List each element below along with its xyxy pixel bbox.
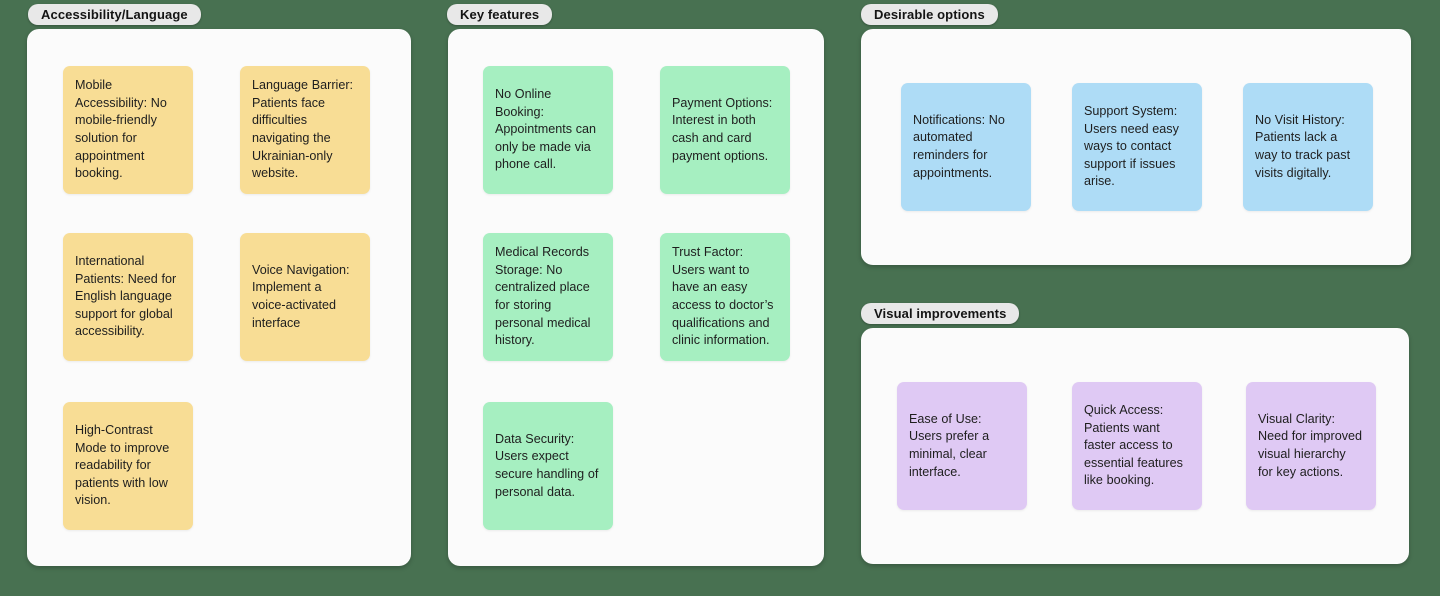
sticky-note-text: Trust Factor: Users want to have an easy… bbox=[672, 245, 774, 348]
sticky-note[interactable]: Language Barrier: Patients face difficul… bbox=[240, 66, 370, 194]
sticky-note[interactable]: Data Security: Users expect secure handl… bbox=[483, 402, 613, 530]
section-label-accessibility-language[interactable]: Accessibility/Language bbox=[28, 4, 201, 25]
sticky-note-text: Notifications: No automated reminders fo… bbox=[913, 112, 1005, 180]
sticky-note-text: Medical Records Storage: No centralized … bbox=[495, 245, 591, 348]
sticky-note[interactable]: Quick Access: Patients want faster acces… bbox=[1072, 382, 1202, 510]
sticky-note[interactable]: Trust Factor: Users want to have an easy… bbox=[660, 233, 790, 361]
sticky-note[interactable]: Payment Options: Interest in both cash a… bbox=[660, 66, 790, 194]
sticky-note-text: Mobile Accessibility: No mobile-friendly… bbox=[75, 78, 167, 181]
section-label-key-features[interactable]: Key features bbox=[447, 4, 553, 25]
section-label-text: Desirable options bbox=[874, 7, 985, 22]
sticky-note-text: Language Barrier: Patients face difficul… bbox=[252, 78, 354, 181]
section-panel-desirable-options[interactable]: Notifications: No automated reminders fo… bbox=[861, 29, 1411, 265]
sticky-note-text: Ease of Use: Users prefer a minimal, cle… bbox=[909, 411, 990, 479]
sticky-note-text: No Online Booking: Appointments can only… bbox=[495, 86, 597, 172]
sticky-note-text: Payment Options: Interest in both cash a… bbox=[672, 95, 773, 163]
sticky-note[interactable]: No Online Booking: Appointments can only… bbox=[483, 66, 613, 194]
sticky-note[interactable]: Ease of Use: Users prefer a minimal, cle… bbox=[897, 382, 1027, 510]
section-panel-key-features[interactable]: No Online Booking: Appointments can only… bbox=[448, 29, 824, 566]
section-label-visual-improvements[interactable]: Visual improvements bbox=[861, 303, 1020, 324]
sticky-note[interactable]: Mobile Accessibility: No mobile-friendly… bbox=[63, 66, 193, 194]
sticky-note[interactable]: Support System: Users need easy ways to … bbox=[1072, 83, 1202, 211]
sticky-note-text: Data Security: Users expect secure handl… bbox=[495, 431, 599, 499]
sticky-note-text: Support System: Users need easy ways to … bbox=[1084, 103, 1179, 189]
sticky-note[interactable]: No Visit History: Patients lack a way to… bbox=[1243, 83, 1373, 211]
sticky-note-text: High-Contrast Mode to improve readabilit… bbox=[75, 422, 170, 508]
sticky-note[interactable]: Voice Navigation: Implement a voice-acti… bbox=[240, 233, 370, 361]
sticky-note-text: Voice Navigation: Implement a voice-acti… bbox=[252, 262, 350, 330]
section-label-text: Key features bbox=[460, 7, 540, 22]
section-panel-accessibility-language[interactable]: Mobile Accessibility: No mobile-friendly… bbox=[27, 29, 411, 566]
sticky-note[interactable]: Visual Clarity: Need for improved visual… bbox=[1246, 382, 1376, 510]
sticky-note[interactable]: High-Contrast Mode to improve readabilit… bbox=[63, 402, 193, 530]
sticky-note-text: International Patients: Need for English… bbox=[75, 253, 177, 339]
sticky-note[interactable]: International Patients: Need for English… bbox=[63, 233, 193, 361]
sticky-note[interactable]: Medical Records Storage: No centralized … bbox=[483, 233, 613, 361]
sticky-note-text: Visual Clarity: Need for improved visual… bbox=[1258, 411, 1362, 479]
sticky-note-text: Quick Access: Patients want faster acces… bbox=[1084, 402, 1183, 488]
section-label-text: Accessibility/Language bbox=[41, 7, 188, 22]
section-label-desirable-options[interactable]: Desirable options bbox=[861, 4, 998, 25]
sticky-note[interactable]: Notifications: No automated reminders fo… bbox=[901, 83, 1031, 211]
sticky-note-text: No Visit History: Patients lack a way to… bbox=[1255, 112, 1351, 180]
section-panel-visual-improvements[interactable]: Ease of Use: Users prefer a minimal, cle… bbox=[861, 328, 1409, 564]
section-label-text: Visual improvements bbox=[874, 306, 1007, 321]
